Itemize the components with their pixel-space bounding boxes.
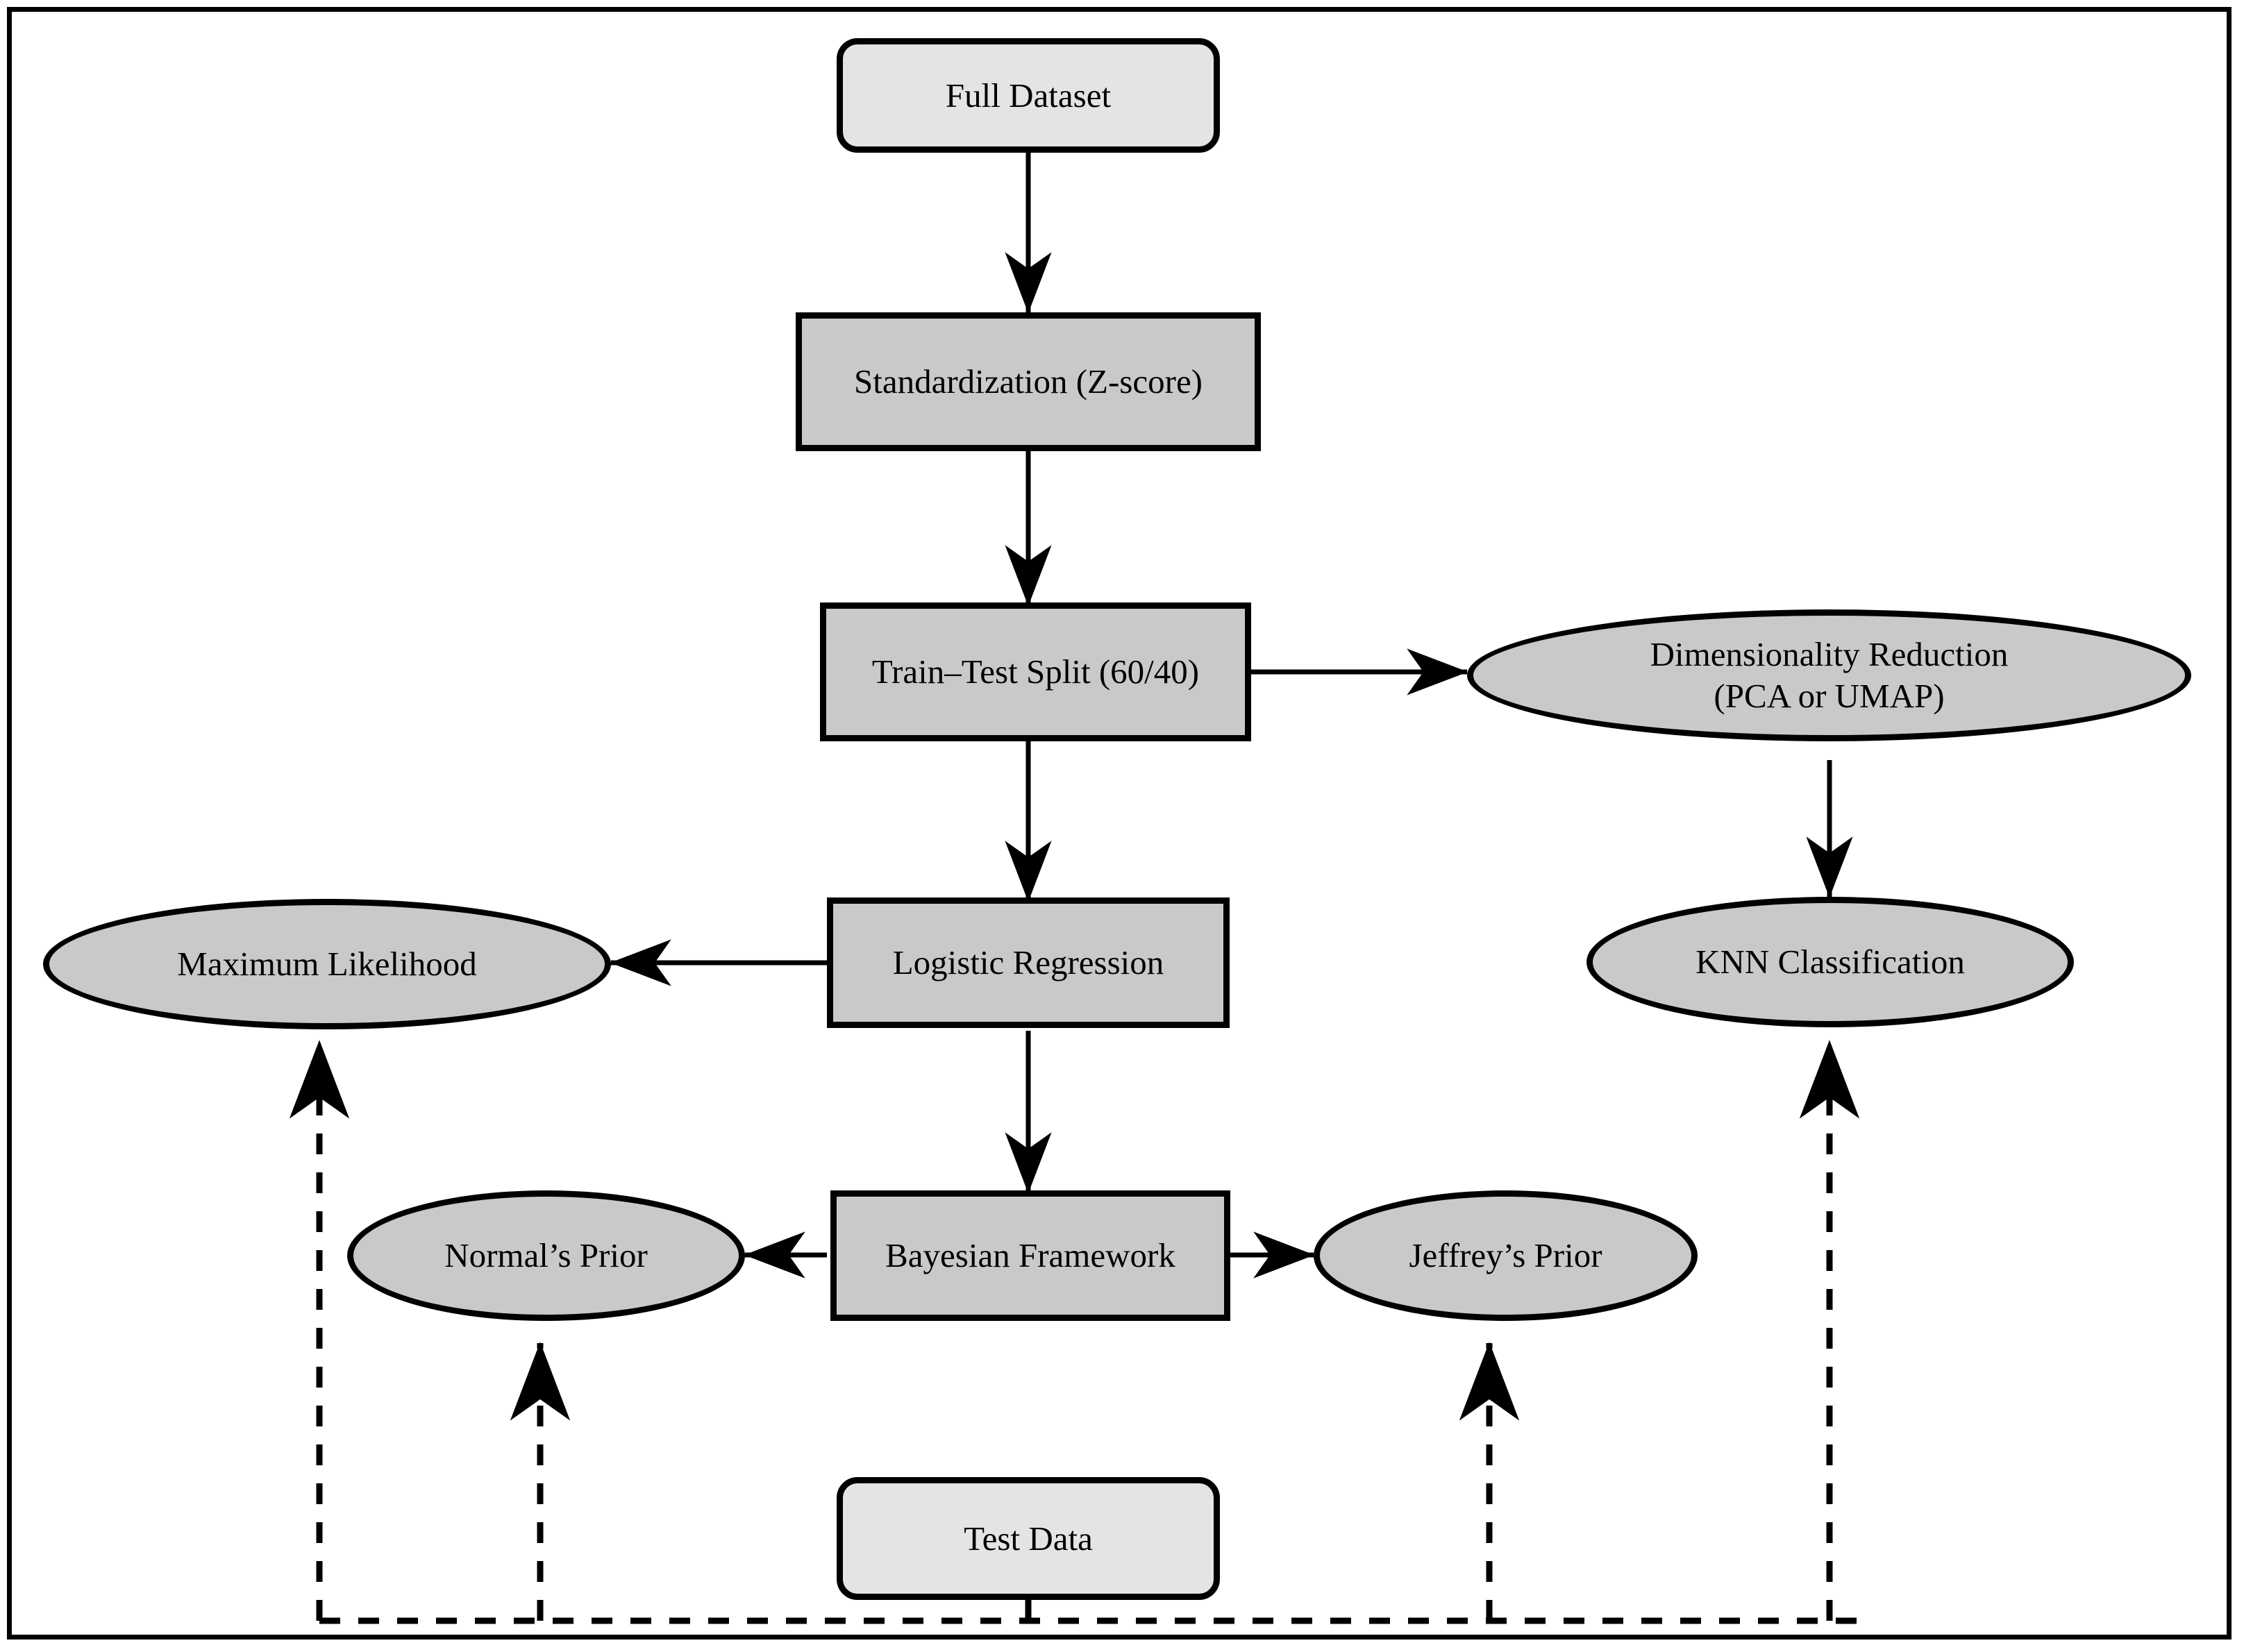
node-full-dataset-label: Full Dataset (945, 76, 1112, 115)
node-knn-classification[interactable]: KNN Classification (1586, 897, 2074, 1027)
node-maximum-likelihood[interactable]: Maximum Likelihood (43, 899, 611, 1029)
node-full-dataset[interactable]: Full Dataset (837, 38, 1220, 153)
node-bayesian-framework-label: Bayesian Framework (885, 1236, 1175, 1275)
node-standardization-label: Standardization (Z-score) (853, 362, 1203, 401)
node-maximum-likelihood-label: Maximum Likelihood (177, 945, 477, 984)
node-test-data-label: Test Data (964, 1519, 1093, 1558)
node-normal-prior[interactable]: Normal’s Prior (347, 1190, 745, 1321)
node-normal-prior-label: Normal’s Prior (444, 1236, 648, 1275)
node-jeffrey-prior[interactable]: Jeffrey’s Prior (1314, 1190, 1698, 1321)
node-dimensionality-reduction-line2: (PCA or UMAP) (1714, 677, 1945, 715)
node-jeffrey-prior-label: Jeffrey’s Prior (1409, 1236, 1602, 1275)
node-knn-classification-label: KNN Classification (1695, 943, 1965, 981)
node-train-test-split-label: Train–Test Split (60/40) (871, 652, 1200, 691)
node-dimensionality-reduction-label: Dimensionality Reduction (PCA or UMAP) (1643, 634, 2016, 717)
node-dimensionality-reduction-line1: Dimensionality Reduction (1650, 635, 2009, 674)
node-dimensionality-reduction[interactable]: Dimensionality Reduction (PCA or UMAP) (1467, 609, 2191, 741)
node-test-data[interactable]: Test Data (837, 1477, 1220, 1600)
node-train-test-split[interactable]: Train–Test Split (60/40) (820, 602, 1251, 741)
node-bayesian-framework[interactable]: Bayesian Framework (830, 1190, 1230, 1321)
node-standardization[interactable]: Standardization (Z-score) (796, 312, 1261, 451)
node-logistic-regression-label: Logistic Regression (892, 943, 1164, 982)
node-logistic-regression[interactable]: Logistic Regression (827, 897, 1230, 1028)
canvas-frame-border (7, 7, 2232, 1640)
